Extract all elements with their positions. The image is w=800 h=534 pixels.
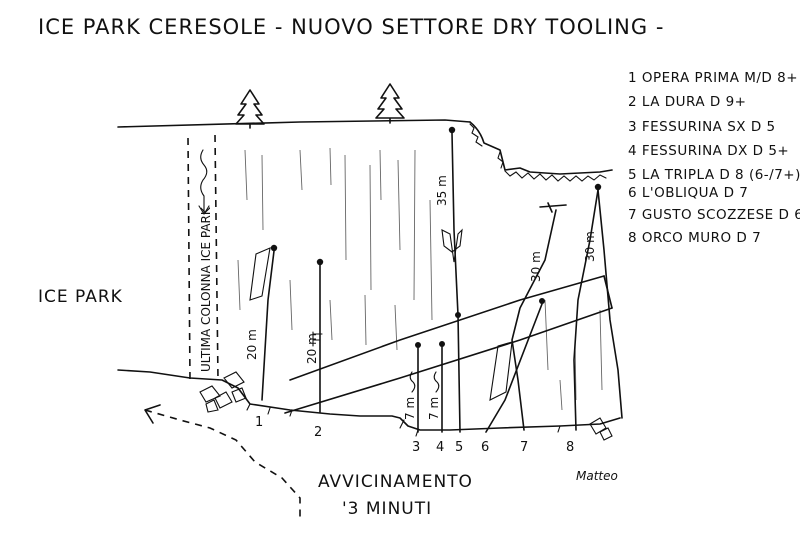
route-number: 4	[436, 440, 444, 455]
route-number: 3	[412, 440, 420, 455]
route-7: 30 m 7	[511, 202, 567, 455]
route-legend: 1 OPERA PRIMA M/D 8+ 2 LA DURA D 9+ 3 FE…	[628, 70, 800, 246]
route-length: 30 m	[583, 231, 597, 262]
route-length: 20 m	[305, 333, 319, 364]
ice-column: ULTIMA COLONNA ICE PARK	[187, 134, 219, 381]
boulders	[199, 371, 613, 441]
route-number: 2	[314, 425, 322, 440]
route-length: 35 m	[435, 175, 449, 206]
legend-item-3: 3 FESSURINA SX D 5	[628, 119, 776, 135]
tree-icon	[235, 89, 265, 129]
route-length: 20 m	[245, 329, 259, 360]
route-number: 7	[520, 440, 528, 455]
ice-park-label: ICE PARK	[38, 287, 123, 307]
route-length: 7 m	[427, 397, 441, 420]
legend-item-6: 6 L'OBLIQUA D 7	[628, 185, 748, 201]
legend-item-4: 4 FESSURINA DX D 5+	[628, 143, 789, 159]
column-label: ULTIMA COLONNA ICE PARK	[199, 206, 213, 372]
legend-item-7: 7 GUSTO SCOZZESE D 6	[628, 207, 800, 223]
route-6: 6	[481, 298, 545, 455]
rock-texture	[237, 147, 603, 411]
route-number: 1	[255, 415, 263, 430]
route-1: 20 m 1	[245, 244, 278, 430]
route-number: 6	[481, 440, 489, 455]
tree-icon	[375, 83, 405, 124]
route-number: 5	[455, 440, 463, 455]
legend-item-2: 2 LA DURA D 9+	[628, 94, 746, 110]
route-number: 8	[566, 440, 574, 455]
cliff-outline	[117, 119, 623, 437]
legend-item-5: 5 LA TRIPLA D 8 (6-/7+)	[628, 167, 800, 183]
route-5: 35 m 5	[435, 126, 463, 455]
legend-item-1: 1 OPERA PRIMA M/D 8+	[628, 70, 798, 86]
diagram-title: ICE PARK CERESOLE - NUOVO SETTORE DRY TO…	[38, 15, 664, 39]
approach-time: '3 MINUTI	[342, 499, 432, 519]
ramp-ledge	[284, 275, 613, 414]
approach-label: AVVICINAMENTO	[318, 472, 473, 492]
route-8: 30 m 8	[566, 183, 602, 455]
route-length: 30 m	[529, 251, 543, 282]
signature: Matteo	[576, 469, 618, 483]
route-4: 7 m 4	[427, 341, 445, 455]
approach-path	[144, 404, 301, 520]
route-2: 20 m 2	[305, 258, 324, 440]
route-length: 7 m	[403, 397, 417, 420]
legend-item-8: 8 ORCO MURO D 7	[628, 230, 761, 246]
route-3: 7 m 3	[403, 342, 421, 455]
